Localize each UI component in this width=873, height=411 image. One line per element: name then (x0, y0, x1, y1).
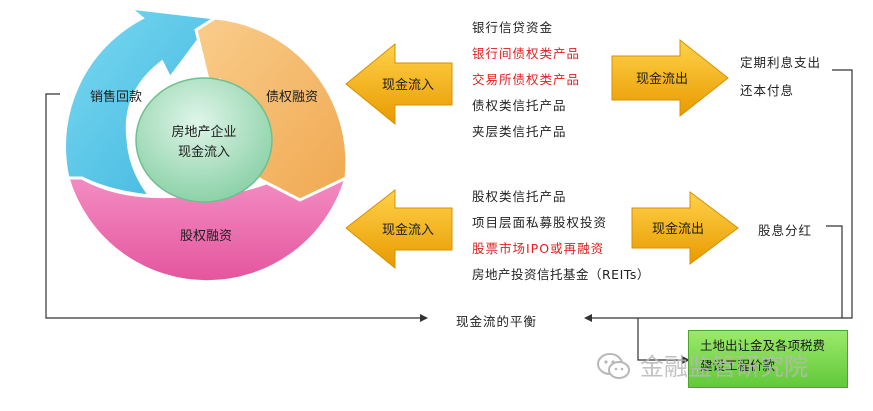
bottom-source-3: 股票市场IPO或再融资 (472, 241, 605, 256)
equity-segment (65, 176, 349, 284)
top-source-2: 银行间债权类产品 (472, 46, 581, 61)
top-outflow-label: 现金流出 (636, 71, 688, 87)
cost-box-line2: 建设工程价款 (700, 358, 776, 373)
balance-label: 现金流的平衡 (456, 314, 538, 329)
green-box-line (637, 318, 688, 361)
top-inflow-arrow: 现金流入 (345, 42, 453, 126)
bottom-inflow-arrow: 现金流入 (345, 188, 453, 270)
bottom-outflow-label: 现金流出 (652, 221, 704, 237)
right-bottom-line (826, 225, 843, 318)
right-top-line (592, 69, 853, 319)
top-source-5: 夹层类信托产品 (472, 124, 567, 139)
cost-box-text: 土地出让金及各项税费 建设工程价款 (700, 336, 825, 376)
bottom-source-2: 项目层面私募股权投资 (472, 215, 608, 230)
center-line2: 现金流入 (178, 144, 230, 160)
watermark-text: 金融监管研究院 (640, 353, 808, 381)
right-loop-arrowhead (584, 314, 592, 322)
sales-segment (63, 5, 218, 198)
cost-box-line1: 土地出让金及各项税费 (700, 338, 826, 353)
left-loop-line (45, 93, 420, 319)
top-outflow-arrow: 现金流出 (611, 38, 729, 118)
balance-connectors (45, 69, 853, 364)
bottom-inflow-label: 现金流入 (382, 222, 434, 238)
green-box-arrowhead (682, 356, 690, 364)
center-circle (135, 77, 273, 203)
top-source-3: 交易所债权类产品 (472, 72, 581, 87)
center-line1: 房地产企业 (171, 124, 236, 140)
left-loop-arrowhead (420, 314, 428, 322)
bottom-outflow-arrow: 现金流出 (631, 191, 739, 265)
top-source-1: 银行信贷资金 (472, 20, 554, 35)
top-source-4: 债权类信托产品 (472, 98, 567, 113)
top-use-2: 还本付息 (740, 83, 795, 98)
cycle-wheel: 房地产企业 现金流入 销售回款 债权融资 股权融资 (63, 5, 349, 284)
top-use-1: 定期利息支出 (740, 55, 822, 70)
bottom-use-1: 股息分红 (758, 223, 813, 238)
seg-debt-label: 债权融资 (266, 89, 318, 105)
wechat-icon (597, 353, 630, 379)
seg-equity-label: 股权融资 (180, 228, 232, 244)
seg-sales-label: 销售回款 (90, 89, 142, 105)
bottom-source-1: 股权类信托产品 (472, 189, 567, 204)
cost-box (688, 330, 848, 388)
top-inflow-label: 现金流入 (382, 77, 434, 93)
bottom-source-4: 房地产投资信托基金（REITs） (472, 267, 650, 282)
